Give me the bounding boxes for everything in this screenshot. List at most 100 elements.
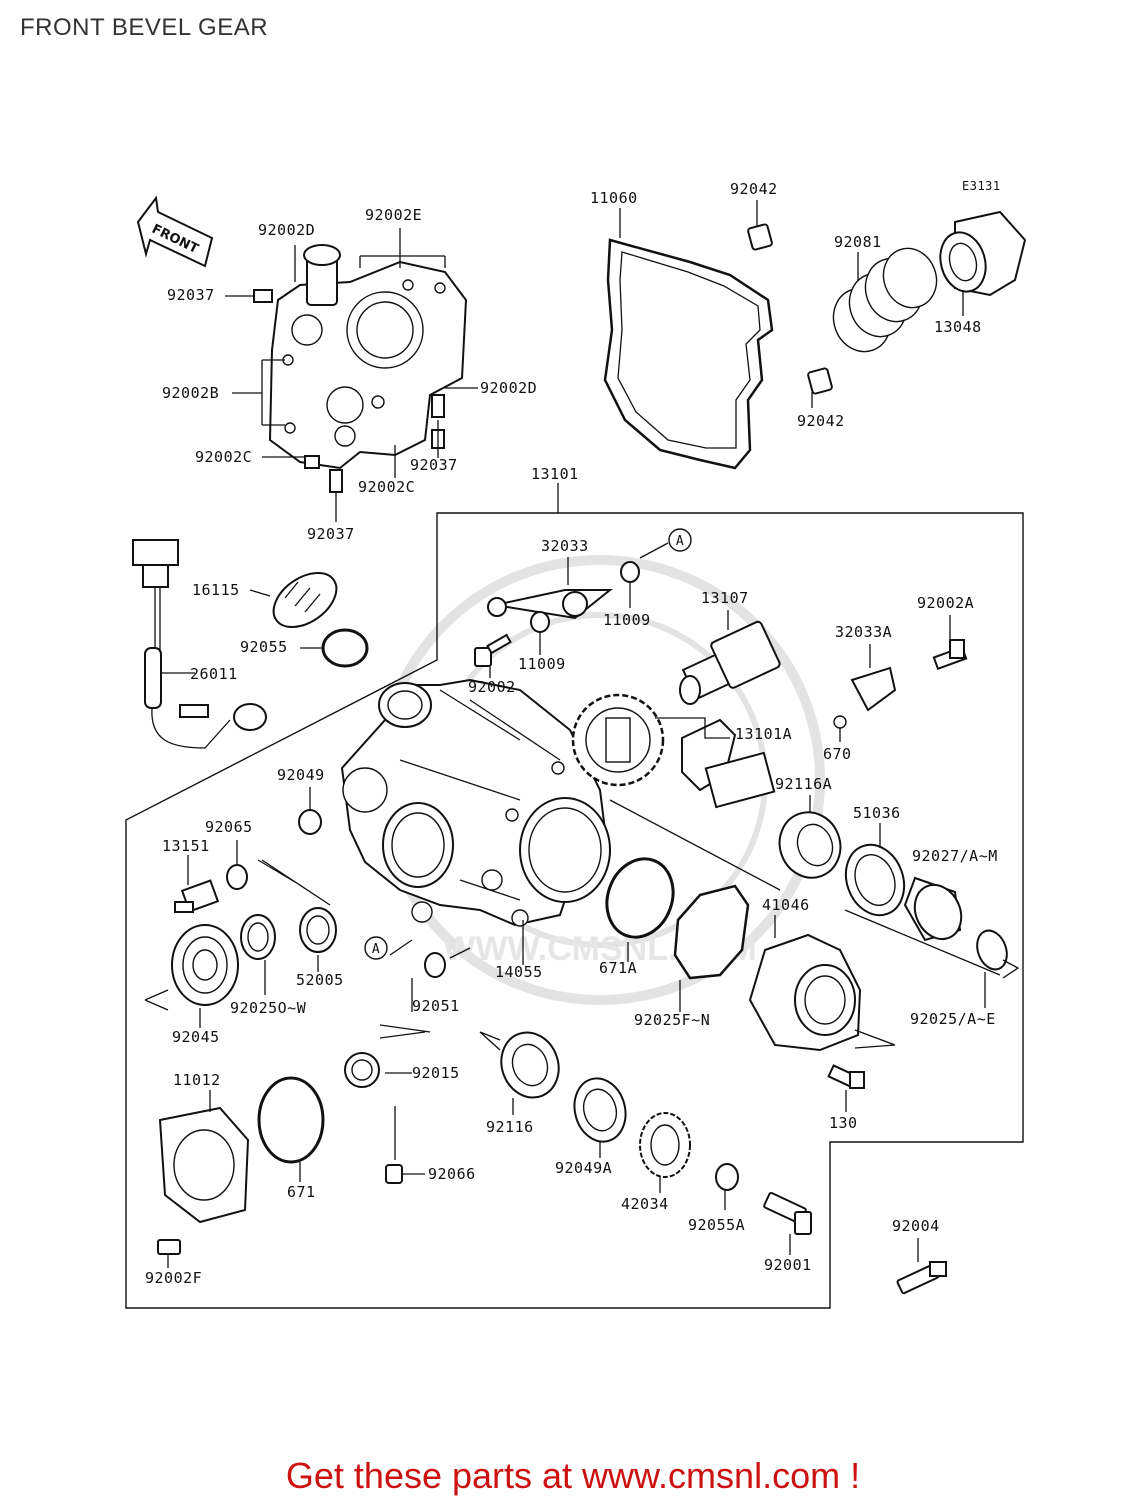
cover-11012 bbox=[158, 1106, 250, 1224]
bolt-92001 bbox=[763, 1191, 812, 1235]
washer-92051 bbox=[424, 952, 446, 978]
label-92037-bottom: 92037 bbox=[307, 525, 355, 543]
label-92025-left: 92025O~W bbox=[230, 999, 307, 1017]
bearing-92116A bbox=[778, 811, 842, 879]
label-13107: 13107 bbox=[701, 589, 749, 607]
label-11060: 11060 bbox=[590, 189, 638, 207]
label-11009-top: 11009 bbox=[603, 611, 651, 629]
label-92065: 92065 bbox=[205, 818, 253, 836]
label-92001: 92001 bbox=[764, 1256, 812, 1274]
coupling-42034 bbox=[639, 1112, 691, 1178]
parts-diagram: WWW.CMSNL.COM FRONT E3131 bbox=[125, 179, 1027, 1309]
footer-link[interactable]: Get these parts at www.cmsnl.com ! bbox=[285, 1455, 861, 1496]
label-671: 671 bbox=[287, 1183, 316, 1201]
o-ring-92065 bbox=[226, 864, 248, 890]
seal-92049 bbox=[298, 809, 322, 835]
stud-92004 bbox=[896, 1261, 947, 1295]
label-92025F: 92025F~N bbox=[634, 1011, 710, 1029]
label-92116: 92116 bbox=[486, 1118, 534, 1136]
label-92002C-bottom: 92002C bbox=[358, 478, 415, 496]
label-92002D-top: 92002D bbox=[258, 221, 315, 239]
sensor-26011 bbox=[132, 539, 267, 749]
bolt-92002F bbox=[157, 1239, 181, 1255]
crankcase-cover bbox=[268, 244, 468, 470]
clip-32033A bbox=[850, 666, 897, 712]
label-92049A: 92049A bbox=[555, 1159, 612, 1177]
label-92066: 92066 bbox=[428, 1165, 476, 1183]
spring-92081 bbox=[832, 247, 938, 353]
bearing-92116 bbox=[500, 1031, 560, 1099]
label-52005: 52005 bbox=[296, 971, 344, 989]
label-92116A: 92116A bbox=[775, 775, 832, 793]
shim-92025-left bbox=[240, 914, 276, 960]
label-51036: 51036 bbox=[853, 804, 901, 822]
page-title: FRONT BEVEL GEAR bbox=[20, 14, 269, 41]
label-670: 670 bbox=[823, 745, 852, 763]
label-14055: 14055 bbox=[495, 963, 543, 981]
label-92004: 92004 bbox=[892, 1217, 940, 1235]
label-92037-right: 92037 bbox=[410, 456, 458, 474]
washer-11009-lower bbox=[530, 611, 550, 633]
washer-11009-upper bbox=[620, 561, 640, 583]
ring-670 bbox=[833, 715, 847, 729]
label-92002C-left: 92002C bbox=[195, 448, 252, 466]
bolt-130 bbox=[827, 1064, 865, 1089]
label-92081: 92081 bbox=[834, 233, 882, 251]
label-92025A: 92025/A~E bbox=[910, 1010, 996, 1028]
ref-marker-a-top: A bbox=[668, 528, 692, 552]
o-ring-671 bbox=[257, 1076, 325, 1164]
label-92002B: 92002B bbox=[162, 384, 219, 402]
part-labels: 92002D 92002E 92037 92002B 92002D 92002C… bbox=[145, 180, 998, 1287]
label-92002A: 92002A bbox=[917, 594, 974, 612]
label-92055A: 92055A bbox=[688, 1216, 745, 1234]
front-direction-arrow: FRONT bbox=[136, 195, 214, 268]
label-92042-top: 92042 bbox=[730, 180, 778, 198]
dowel-92042-lower bbox=[807, 367, 833, 395]
dowel-92066 bbox=[385, 1164, 403, 1184]
ref-marker-a-bottom: A bbox=[364, 936, 388, 960]
label-92045: 92045 bbox=[172, 1028, 220, 1046]
seal-92049A bbox=[573, 1077, 627, 1143]
label-92002F: 92002F bbox=[145, 1269, 202, 1287]
label-92002D-right: 92002D bbox=[480, 379, 537, 397]
label-42034: 42034 bbox=[621, 1195, 669, 1213]
label-11009-bottom: 11009 bbox=[518, 655, 566, 673]
nut-92015 bbox=[344, 1052, 380, 1088]
svg-text:A: A bbox=[676, 534, 684, 549]
svg-text:A: A bbox=[372, 942, 380, 957]
leader-lines bbox=[144, 200, 1020, 1268]
assembly-outline-13101 bbox=[125, 512, 1024, 1309]
label-92051: 92051 bbox=[412, 997, 460, 1015]
seal-51036 bbox=[844, 843, 906, 917]
gasket-11060 bbox=[603, 238, 774, 470]
label-26011: 26011 bbox=[190, 665, 238, 683]
label-13101A: 13101A bbox=[735, 725, 792, 743]
label-92055: 92055 bbox=[240, 638, 288, 656]
shaft-13107 bbox=[679, 620, 781, 705]
diagram-code: E3131 bbox=[962, 179, 1001, 193]
label-130: 130 bbox=[829, 1114, 858, 1132]
label-92002E: 92002E bbox=[365, 206, 422, 224]
shim-92025-right bbox=[976, 929, 1008, 971]
o-ring-671A bbox=[605, 857, 675, 939]
label-92027: 92027/A~M bbox=[912, 847, 998, 865]
label-92042-bottom: 92042 bbox=[797, 412, 845, 430]
label-92037-left: 92037 bbox=[167, 286, 215, 304]
collar-92027 bbox=[903, 876, 963, 942]
label-671A: 671A bbox=[599, 959, 637, 977]
label-92049: 92049 bbox=[277, 766, 325, 784]
coupling-13048 bbox=[939, 210, 1027, 297]
label-41046: 41046 bbox=[762, 896, 810, 914]
bevel-gear-housing bbox=[340, 678, 611, 927]
pipe-32033 bbox=[487, 589, 613, 620]
label-13048: 13048 bbox=[934, 318, 982, 336]
dowel-92042-upper bbox=[747, 223, 773, 251]
o-ring-92055 bbox=[321, 628, 369, 668]
housing-41046 bbox=[748, 933, 862, 1052]
bolt-92002 bbox=[474, 633, 512, 667]
o-ring-92055A bbox=[715, 1163, 739, 1191]
seal-52005 bbox=[299, 907, 337, 953]
label-32033A: 32033A bbox=[835, 623, 892, 641]
bolt-92002A bbox=[932, 639, 968, 671]
cap-16115 bbox=[272, 572, 338, 628]
